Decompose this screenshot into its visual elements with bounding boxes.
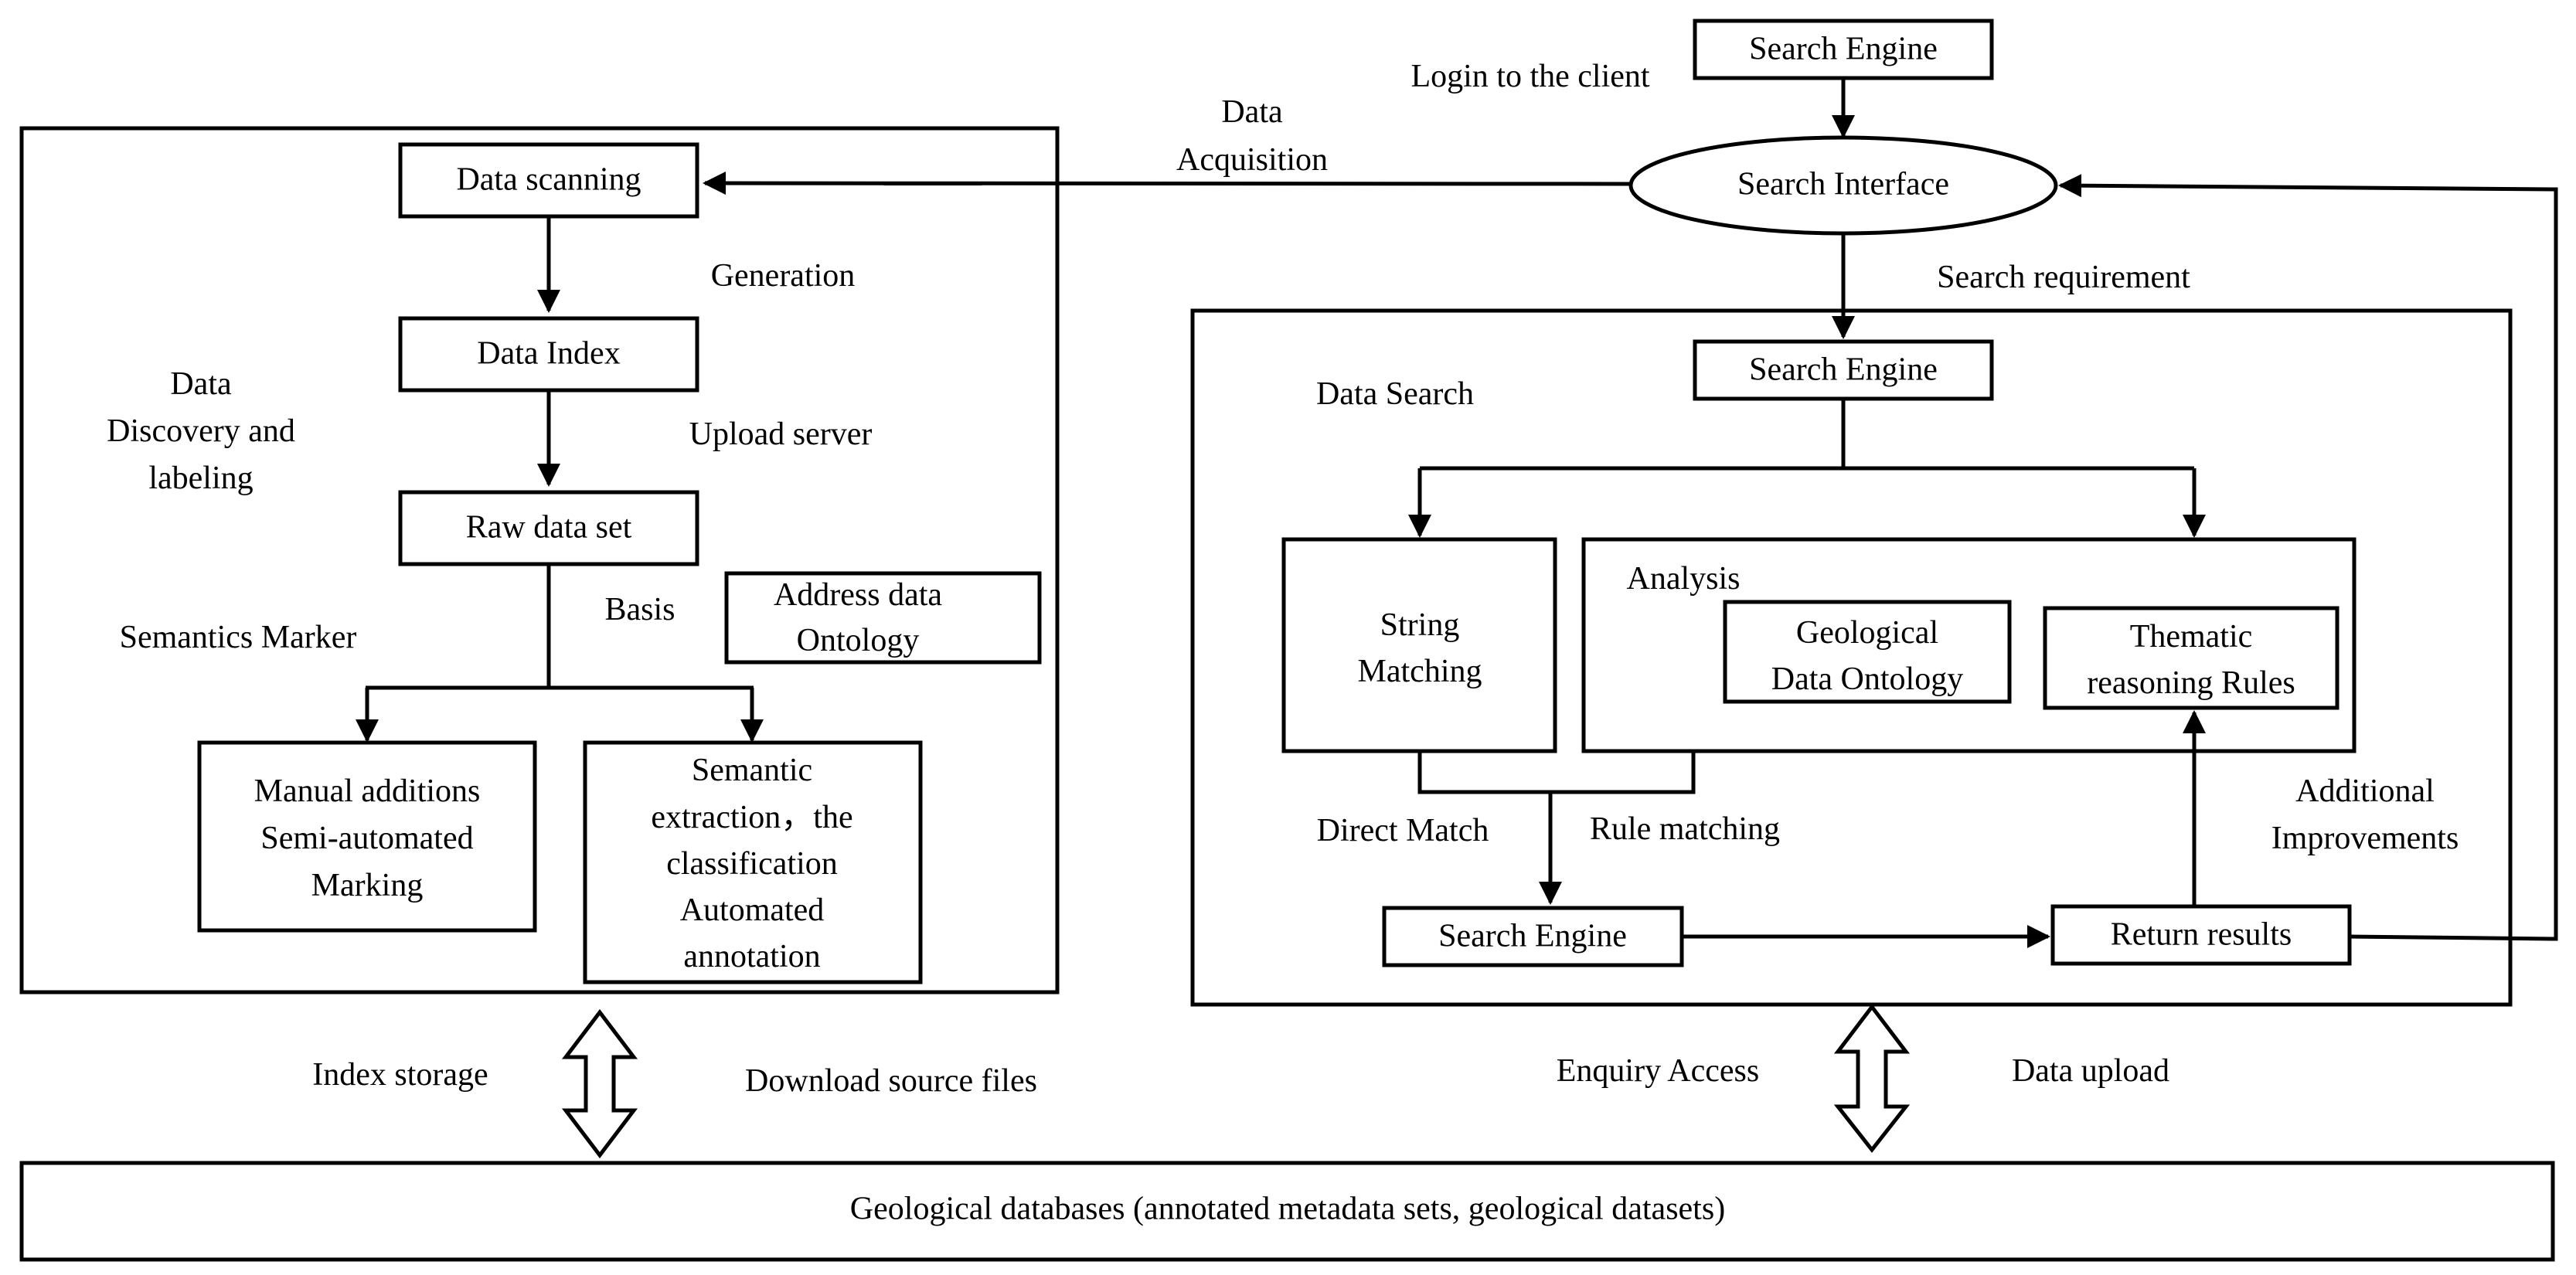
search-interface-label: Search Interface [1737,167,1949,202]
data-index-node: Data Index [398,316,699,393]
acquisition-arrow [703,172,1632,196]
data-search-panel [1190,308,2513,1007]
login-label: Login to the client [1411,59,1649,94]
semantic-extraction-label-1: Semantic [692,753,812,788]
data-scanning-node: Data scanning [398,142,699,219]
semantic-extraction-node: Semantic extraction，the classification A… [583,740,923,984]
basis-label: Basis [604,592,675,627]
data-index-label: Data Index [477,336,620,372]
enquiry-double-arrow [1833,1003,1911,1154]
discovery-label-2: Discovery and [107,413,295,449]
return-results-label: Return results [2111,917,2292,953]
additional-improvements-label-1: Additional [2295,774,2435,809]
manual-marking-label-1: Manual additions [254,774,481,809]
data-discovery-panel [19,126,1060,994]
geological-ontology-label-2: Data Ontology [1771,661,1963,697]
semantic-extraction-label-5: annotation [683,939,820,974]
index-storage-double-arrow [561,1008,638,1159]
manual-marking-label-2: Semi-automated [260,821,473,856]
search-engine-bottom-node: Search Engine [1382,906,1684,967]
download-source-files-label: Download source files [745,1063,1037,1099]
data-scanning-label: Data scanning [456,162,641,198]
thematic-rules-label-1: Thematic [2130,619,2253,654]
address-ontology-node: Address data Ontology [724,571,1042,665]
search-interface-node: Search Interface [1628,135,2058,236]
data-upload-label: Data upload [2012,1053,2169,1089]
feedback-loop-arrow [2058,174,2558,941]
thematic-rules-label-2: reasoning Rules [2087,665,2295,701]
data-acquisition-label-1: Data [1221,94,1283,130]
geological-ontology-node: Geological Data Ontology [1723,600,2012,704]
address-ontology-label-1: Address data [774,577,942,613]
enquiry-access-label: Enquiry Access [1557,1053,1759,1089]
semantic-extraction-label-2: extraction，the [651,800,852,835]
discovery-label-3: labeling [148,461,253,496]
geological-databases-label: Geological databases (annotated metadata… [850,1192,1725,1227]
raw-data-set-label: Raw data set [466,510,632,546]
manual-marking-node: Manual additions Semi-automated Marking [197,740,537,933]
match-merge-connector [1417,751,1696,794]
semantic-extraction-label-4: Automated [680,892,825,928]
semantic-extraction-label-3: classification [666,846,838,882]
string-matching-node: String Matching [1281,537,1557,753]
return-results-node: Return results [2050,904,2352,966]
search-engine-mid-node: Search Engine [1693,339,1994,401]
geological-databases-node: Geological databases (annotated metadata… [19,1161,2555,1262]
analysis-label: Analysis [1627,561,1741,597]
data-search-label: Data Search [1316,376,1474,412]
index-storage-label: Index storage [312,1057,488,1093]
manual-marking-label-3: Marking [311,868,424,903]
data-acquisition-label-2: Acquisition [1176,142,1328,178]
thematic-rules-node: Thematic reasoning Rules [2043,606,2339,710]
address-ontology-label-2: Ontology [797,623,920,658]
search-engine-top-label: Search Engine [1749,32,1938,67]
discovery-label-1: Data [170,366,232,402]
string-matching-label-1: String [1380,607,1460,643]
search-engine-top-node: Search Engine [1693,19,1994,80]
search-engine-mid-label: Search Engine [1749,352,1938,388]
search-requirement-label: Search requirement [1937,260,2190,295]
string-matching-label-2: Matching [1358,654,1482,689]
direct-match-label: Direct Match [1317,813,1489,848]
search-engine-bottom-label: Search Engine [1438,919,1627,954]
additional-improvements-label-2: Improvements [2271,821,2459,856]
upload-server-label: Upload server [689,416,873,452]
raw-data-set-node: Raw data set [398,490,699,566]
search-fork-connector [1420,399,2194,471]
generation-label: Generation [711,258,856,294]
raw-split-connector [366,564,754,690]
geological-ontology-label-1: Geological [1796,615,1938,651]
semantics-marker-label: Semantics Marker [120,620,357,655]
rule-matching-label: Rule matching [1590,811,1780,847]
